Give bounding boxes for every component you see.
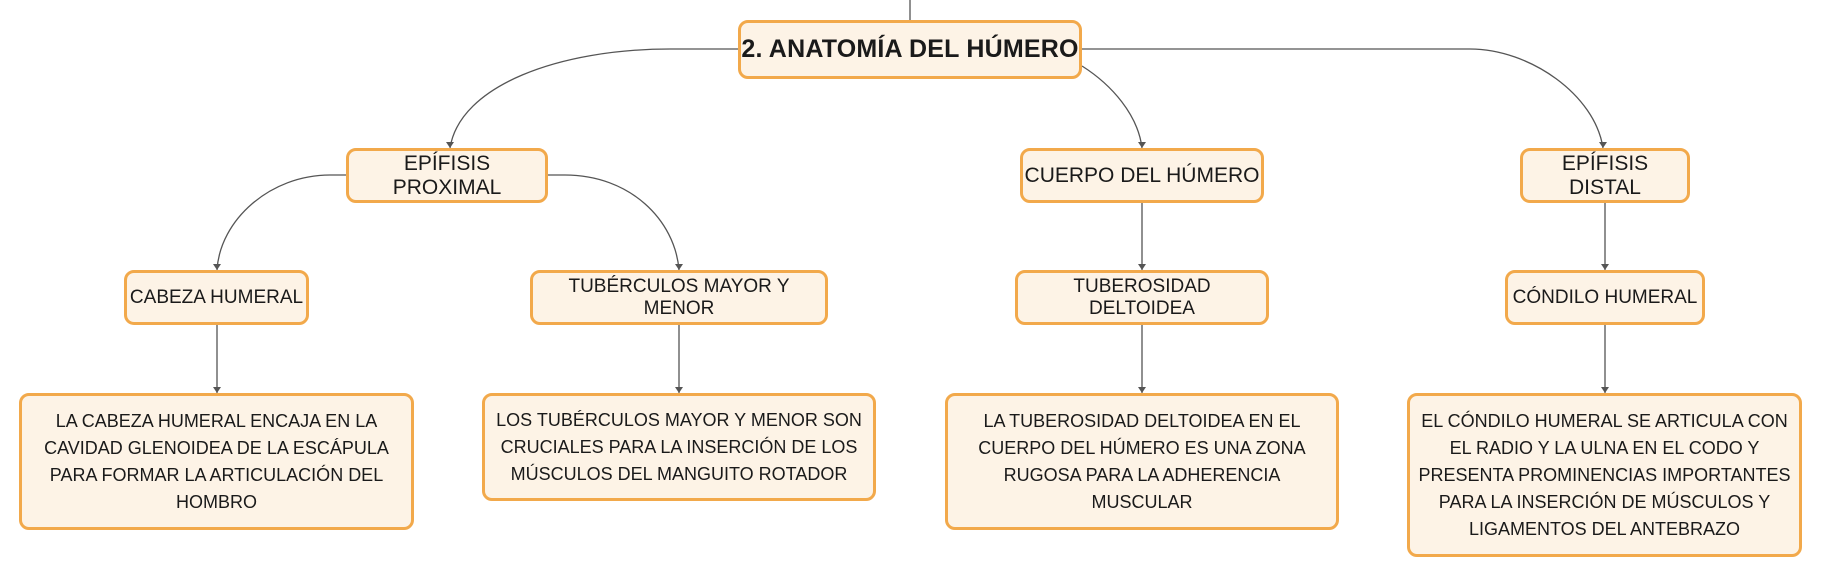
arrow-cabeza-detail	[213, 387, 221, 393]
arrow-tuberculos	[675, 264, 683, 270]
node-cabeza-humeral[interactable]: CABEZA HUMERAL	[124, 270, 309, 325]
edge-root-cuerpo	[1081, 65, 1143, 149]
root-node-label: 2. ANATOMÍA DEL HÚMERO	[741, 35, 1079, 63]
node-condilo-humeral[interactable]: CÓNDILO HUMERAL	[1505, 270, 1705, 325]
edge-root-proximal	[449, 48, 738, 149]
arrow-distal	[1599, 142, 1607, 148]
arrow-condilo	[1601, 264, 1609, 270]
detail-condilo-humeral[interactable]: EL CÓNDILO HUMERAL SE ARTICULA CON EL RA…	[1407, 393, 1802, 557]
detail-condilo-humeral-text: EL CÓNDILO HUMERAL SE ARTICULA CON EL RA…	[1418, 410, 1791, 539]
node-cabeza-humeral-label: CABEZA HUMERAL	[129, 286, 304, 308]
arrow-tuberosidad-detail	[1138, 387, 1146, 393]
arrow-tuberosidad	[1138, 264, 1146, 270]
arrow-condilo-detail	[1601, 387, 1609, 393]
arrow-tuberculos-detail	[675, 387, 683, 393]
detail-cabeza-humeral[interactable]: LA CABEZA HUMERAL ENCAJA EN LA CAVIDAD G…	[19, 393, 414, 530]
edge-proximal-cabeza	[216, 174, 346, 271]
arrow-proximal	[446, 142, 454, 148]
edge-root-distal	[1082, 48, 1604, 149]
detail-tuberculos-text: LOS TUBÉRCULOS MAYOR Y MENOR SON CRUCIAL…	[496, 409, 862, 484]
arrow-cuerpo	[1138, 142, 1146, 148]
root-node[interactable]: 2. ANATOMÍA DEL HÚMERO	[738, 20, 1082, 79]
node-tuberculos-label: TUBÉRCULOS MAYOR Y MENOR	[568, 275, 790, 319]
arrow-cabeza	[213, 264, 221, 270]
detail-tuberosidad-deltoidea[interactable]: LA TUBEROSIDAD DELTOIDEA EN EL CUERPO DE…	[945, 393, 1339, 530]
node-condilo-humeral-label: CÓNDILO HUMERAL	[1512, 286, 1698, 308]
node-epifisis-proximal[interactable]: EPÍFISIS PROXIMAL	[346, 148, 548, 203]
edge-proximal-tuberculos	[548, 174, 680, 271]
node-cuerpo-humero-label: CUERPO DEL HÚMERO	[1024, 163, 1260, 187]
node-epifisis-proximal-label: EPÍFISIS PROXIMAL	[392, 151, 502, 199]
detail-tuberculos[interactable]: LOS TUBÉRCULOS MAYOR Y MENOR SON CRUCIAL…	[482, 393, 876, 501]
node-tuberosidad-deltoidea-label: TUBEROSIDAD DELTOIDEA	[1073, 275, 1211, 319]
node-cuerpo-humero[interactable]: CUERPO DEL HÚMERO	[1020, 148, 1264, 203]
node-epifisis-distal-label: EPÍFISIS DISTAL	[1561, 151, 1649, 199]
node-tuberculos[interactable]: TUBÉRCULOS MAYOR Y MENOR	[530, 270, 828, 325]
detail-tuberosidad-deltoidea-text: LA TUBEROSIDAD DELTOIDEA EN EL CUERPO DE…	[978, 410, 1306, 512]
node-tuberosidad-deltoidea[interactable]: TUBEROSIDAD DELTOIDEA	[1015, 270, 1269, 325]
detail-cabeza-humeral-text: LA CABEZA HUMERAL ENCAJA EN LA CAVIDAD G…	[44, 410, 389, 512]
node-epifisis-distal[interactable]: EPÍFISIS DISTAL	[1520, 148, 1690, 203]
